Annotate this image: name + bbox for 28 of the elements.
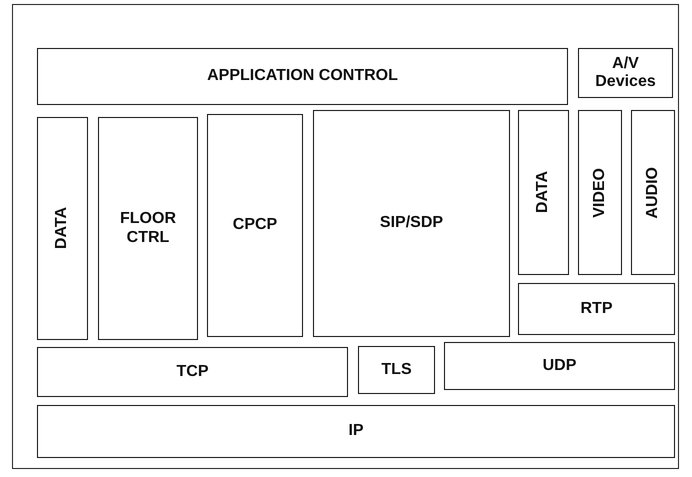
layer-label: DATA [53,207,72,250]
protocol-layer-box [37,347,348,397]
protocol-layer-box [444,342,675,390]
layer-label: FLOOR CTRL [119,210,177,247]
protocol-layer-box [578,110,622,275]
layer-label: VIDEO [590,168,609,218]
layer-label: A/V Devices [594,54,657,92]
layer-label: RTP [580,300,612,318]
protocol-layer-box [207,114,303,337]
layer-label: IP [348,422,364,441]
protocol-layer-box [578,48,673,98]
layer-label: UDP [542,356,576,376]
protocol-layer-box [98,117,198,340]
protocol-layer-box [37,48,568,105]
protocol-layer-box [37,405,675,458]
layer-label: TLS [381,360,412,380]
protocol-layer-box [518,110,569,275]
protocol-layer-box [358,346,435,394]
layer-label: CPCP [232,216,278,235]
protocol-layer-box [313,110,510,337]
protocol-layer-box [631,110,675,275]
protocol-layer-box [37,117,88,340]
layer-label: TCP [176,362,208,382]
layer-label: AUDIO [644,166,662,218]
protocol-layer-box [518,283,675,335]
layer-label: SIP/SDP [380,214,444,233]
layer-label: APPLICATION CONTROL [207,67,398,86]
layer-label: DATA [534,171,552,214]
